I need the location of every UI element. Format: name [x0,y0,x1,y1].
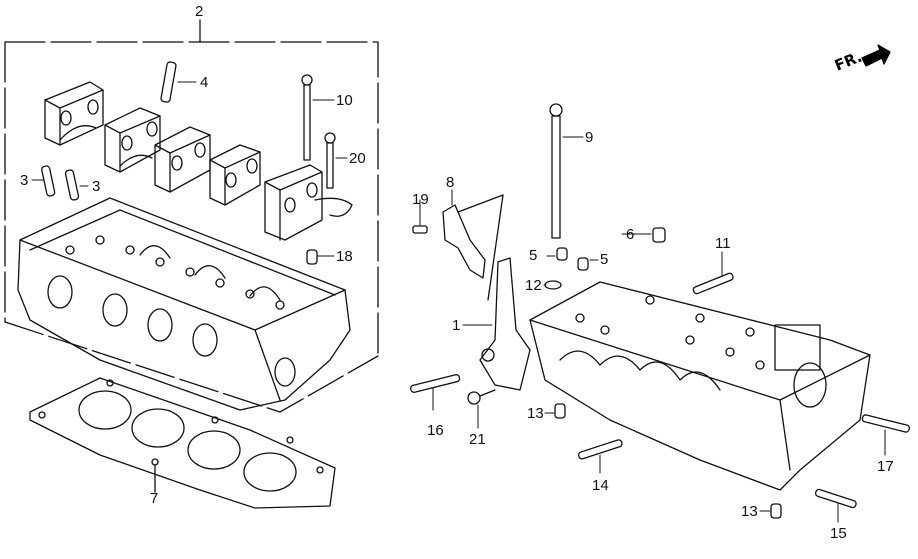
cylinder-head-right [529,281,871,491]
callout-14: 14 [592,477,609,494]
bolt-21 [467,389,496,405]
leader-lines [31,81,886,523]
stud-11 [692,272,734,295]
stud-14 [577,439,623,460]
bolt-19 [412,225,428,234]
callout-9: 9 [585,129,594,146]
callout-6: 6 [626,226,635,243]
sleeve-18 [306,249,318,265]
cam-holder-1 [44,81,104,146]
callout-18: 18 [336,248,353,265]
dowel-13a [554,403,566,419]
bolt-10 [301,74,313,161]
callout-11: 11 [715,235,731,252]
callout-13b: 13 [741,503,758,520]
callout-17: 17 [877,458,894,475]
bolt-9 [549,103,563,239]
callout-15: 15 [830,525,847,542]
callout-1: 1 [452,317,461,334]
head-gasket-7 [29,377,336,509]
callout-12: 12 [525,277,542,294]
callout-10: 10 [336,92,353,109]
stud-16 [410,374,461,393]
nut-5a [556,247,568,261]
assembly-box [4,41,379,413]
callout-7: 7 [150,490,159,507]
dowel-pin-3a [41,165,56,197]
front-arrow-icon [861,44,891,67]
dowel-13b [770,503,782,519]
nut-5b [577,257,589,271]
callout-2: 2 [195,3,204,20]
callout-20: 20 [349,150,366,167]
dowel-pin-3b [64,169,80,201]
stud-15 [814,488,857,509]
callout-5a: 5 [529,247,538,264]
cam-holder-3 [154,126,211,193]
cam-holder-5 [264,164,353,241]
callout-21: 21 [469,431,486,448]
bracket-1 [479,257,531,391]
cylinder-head-left [17,197,351,411]
stud-17 [861,414,911,433]
bolt-20 [324,132,336,189]
callout-19: 19 [412,191,429,208]
dowel-pin-4 [160,61,177,103]
callout-3b: 3 [92,178,101,195]
callout-13a: 13 [527,405,544,422]
cam-holder-4 [209,144,261,206]
callout-8: 8 [446,174,455,191]
cam-holder-2 [104,107,161,173]
callout-16: 16 [427,422,444,439]
callout-3a: 3 [20,172,29,189]
callout-5b: 5 [600,251,609,268]
callout-4: 4 [200,74,209,91]
bracket-8 [442,194,504,301]
washer-12 [544,280,562,290]
cap-6 [652,227,666,243]
